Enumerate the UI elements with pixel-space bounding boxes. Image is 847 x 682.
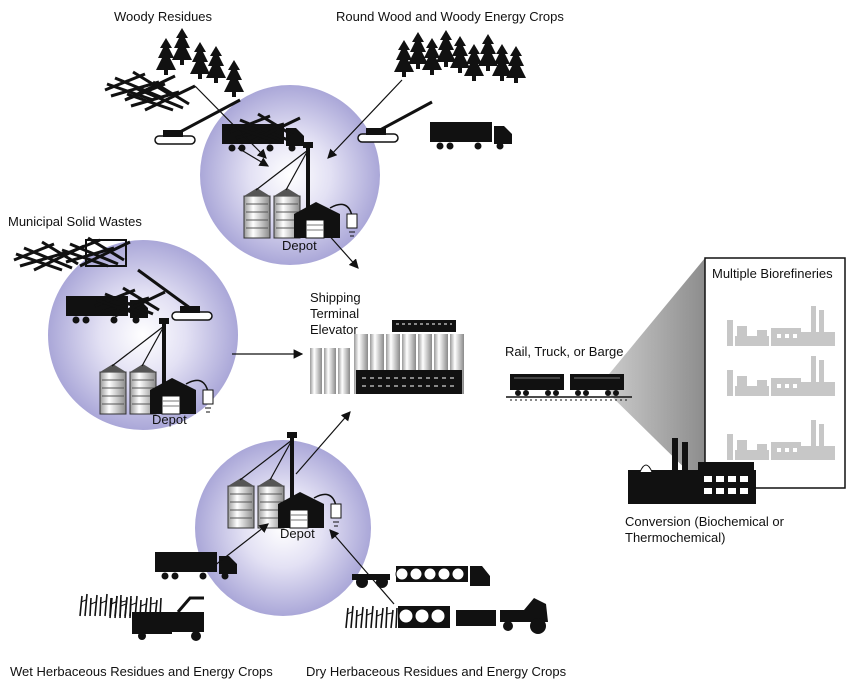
label-depot-top: Depot — [282, 238, 317, 253]
label-multiple-biorefineries: Multiple Biorefineries — [712, 266, 833, 281]
label-depot-bottom: Depot — [280, 526, 315, 541]
label-dry-herbaceous: Dry Herbaceous Residues and Energy Crops — [306, 664, 567, 679]
label-woody-residues: Woody Residues — [114, 9, 213, 24]
label-shipping-terminal: Shipping Terminal Elevator — [310, 290, 361, 337]
dry-herbaceous-icons — [345, 566, 548, 634]
refinery-zoom-cone — [600, 258, 705, 488]
label-municipal-wastes: Municipal Solid Wastes — [8, 214, 142, 229]
conversion-plant-icon — [628, 438, 756, 504]
label-wet-herbaceous: Wet Herbaceous Residues and Energy Crops — [10, 664, 273, 679]
wet-herbaceous-icons — [79, 552, 237, 641]
label-round-wood: Round Wood and Woody Energy Crops — [336, 9, 564, 24]
woody-residues-icons — [103, 28, 304, 152]
round-wood-icons — [357, 30, 526, 150]
municipal-wastes-icons — [12, 236, 213, 324]
label-depot-middle: Depot — [152, 412, 187, 427]
flow-arrows — [194, 79, 403, 605]
label-rail-truck-barge: Rail, Truck, or Barge — [505, 344, 624, 359]
label-conversion: Conversion (Biochemical or Thermochemica… — [625, 514, 784, 545]
shipping-terminal-icon — [310, 320, 464, 394]
rail-transport-icon — [506, 373, 632, 401]
